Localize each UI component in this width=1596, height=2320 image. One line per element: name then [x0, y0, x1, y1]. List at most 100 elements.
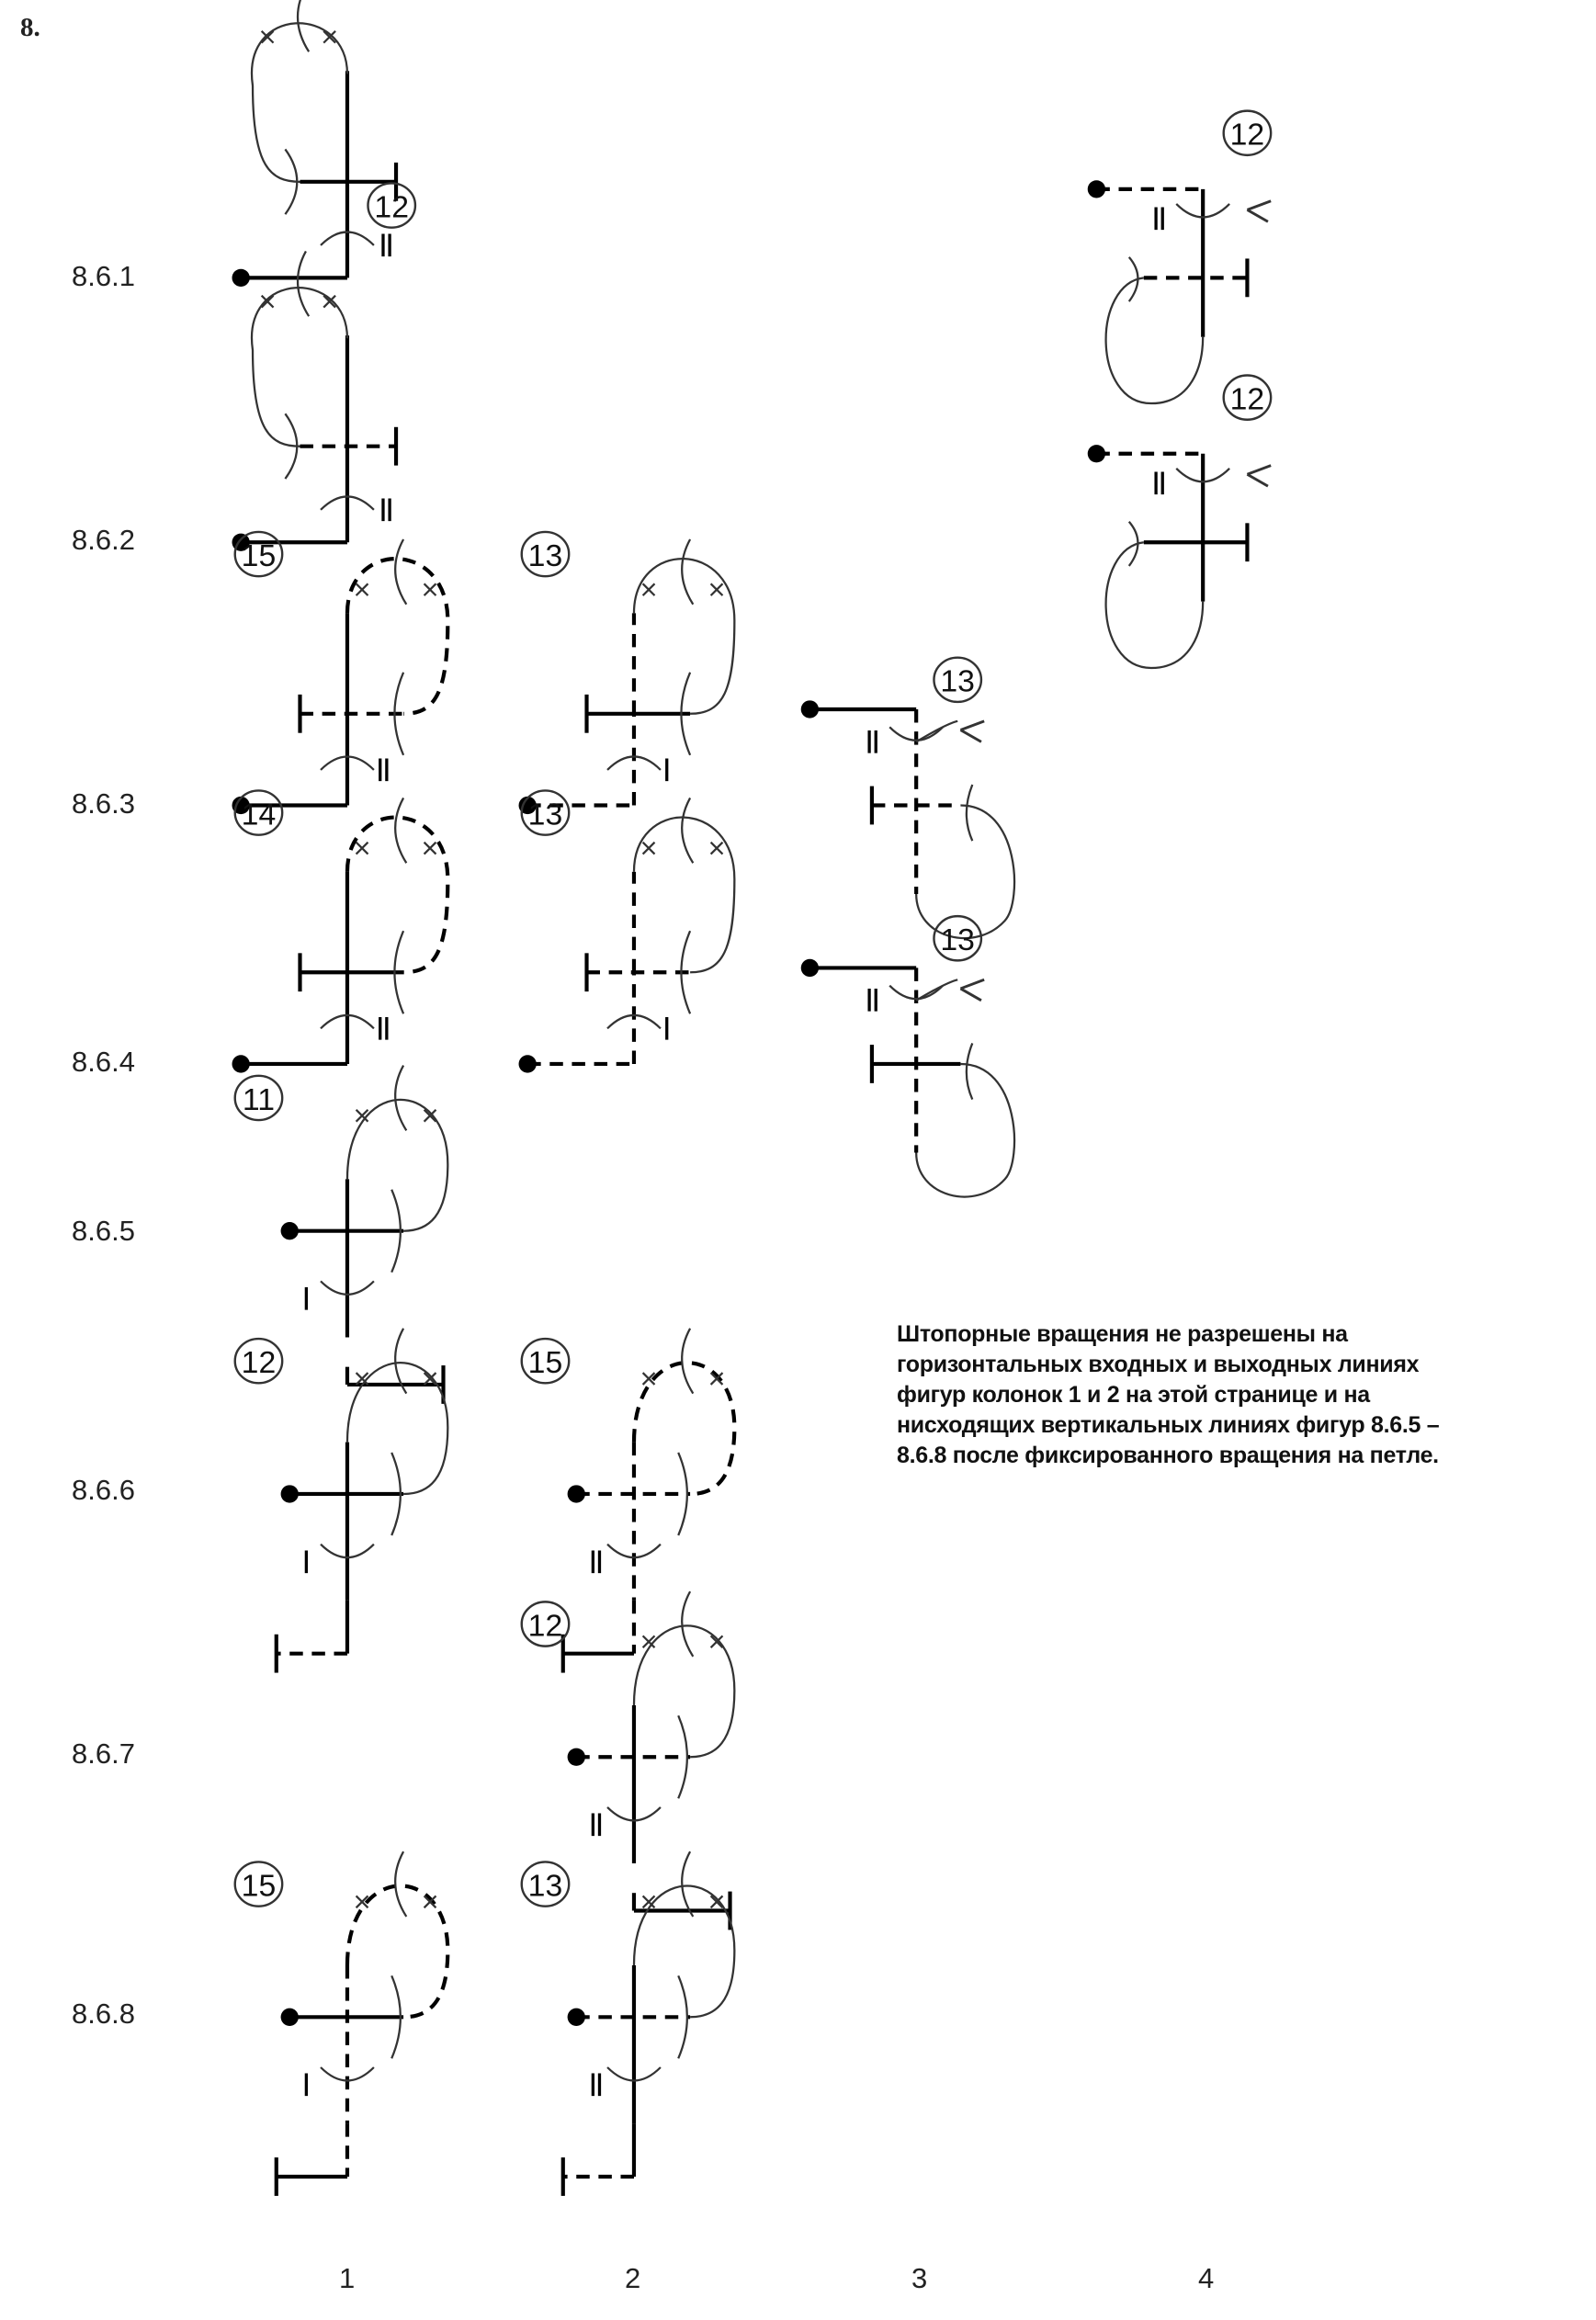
- figure-8-6-6-col2: ||15: [520, 1328, 737, 1673]
- roll-symbol-icon: [1175, 203, 1230, 219]
- k-factor-circle: [933, 656, 983, 704]
- snap-x-icon: [423, 1372, 437, 1386]
- k-factor-label: 12: [242, 1345, 277, 1380]
- roll-symbol-icon: [320, 231, 375, 246]
- roll-count-mark: |: [303, 1547, 310, 1573]
- k-factor-label: 12: [528, 1608, 563, 1643]
- k-factor-label: 13: [940, 922, 975, 957]
- snap-x-icon: [355, 841, 369, 855]
- roll-count-mark: ||: [377, 1014, 390, 1040]
- k-factor-circle: [233, 1337, 284, 1385]
- roll-count-mark: |: [303, 2071, 310, 2097]
- roll-symbol-icon: [296, 0, 311, 52]
- roll-symbol-icon: [393, 672, 405, 756]
- loop-path: [915, 804, 1016, 940]
- roll-symbol-icon: [320, 1280, 375, 1296]
- loop-path: [632, 1884, 736, 2019]
- k-factor-circle: [933, 914, 983, 962]
- row-label: 8.6.7: [72, 1737, 135, 1770]
- roll-count-mark: ||: [866, 986, 878, 1012]
- roll-symbol-icon: [284, 413, 299, 480]
- roll-symbol-icon: [681, 1328, 695, 1395]
- roll-symbol-icon: [606, 755, 662, 771]
- roll-symbol-icon: [681, 1850, 695, 1918]
- roll-symbol-icon: [606, 2066, 662, 2082]
- snap-x-icon: [641, 841, 656, 855]
- snap-x-icon: [709, 583, 724, 596]
- roll-symbol-icon: [965, 784, 974, 842]
- spin-arrow-icon: [959, 719, 985, 743]
- roll-count-mark: ||: [1153, 469, 1166, 494]
- loop-path: [250, 22, 349, 183]
- snap-x-icon: [709, 841, 724, 855]
- roll-symbol-icon: [680, 930, 692, 1014]
- snap-x-icon: [709, 1372, 724, 1386]
- column-label: 3: [911, 2262, 928, 2294]
- k-factor-circle: [520, 1337, 571, 1385]
- loop-path: [915, 1062, 1016, 1198]
- roll-count-mark: |: [663, 1014, 670, 1040]
- roll-symbol-icon: [1175, 468, 1230, 483]
- loop-path: [1104, 541, 1205, 670]
- snap-x-icon: [355, 1109, 369, 1123]
- loop-path: [345, 815, 450, 975]
- roll-symbol-icon: [1127, 520, 1139, 567]
- roll-count-mark: |: [663, 755, 670, 781]
- k-factor-circle: [520, 1601, 571, 1647]
- snap-x-icon: [641, 1635, 656, 1649]
- k-factor-circle: [1222, 109, 1273, 157]
- snap-x-icon: [423, 583, 437, 596]
- k-factor-circle: [233, 789, 284, 836]
- roll-count-mark: |: [303, 1284, 310, 1310]
- k-factor-label: 15: [242, 1868, 277, 1903]
- section-number: 8.: [20, 13, 40, 42]
- rules-note: Штопорные вращения не разрешены на гориз…: [897, 1319, 1577, 1471]
- roll-symbol-icon: [681, 797, 695, 864]
- roll-count-mark: ||: [590, 1811, 603, 1837]
- roll-symbol-icon: [394, 538, 408, 605]
- row-label: 8.6.5: [72, 1215, 135, 1247]
- k-factor-circle: [233, 530, 284, 578]
- loop-path: [345, 1884, 450, 2020]
- roll-symbol-icon: [296, 250, 311, 317]
- figure-8-6-2-col1: ||12: [232, 182, 417, 551]
- column-label: 1: [339, 2262, 356, 2294]
- roll-count-mark: ||: [377, 755, 390, 781]
- roll-symbol-icon: [680, 672, 692, 756]
- snap-x-icon: [355, 583, 369, 596]
- roll-symbol-icon: [320, 1013, 375, 1030]
- k-factor-label: 13: [528, 797, 563, 832]
- roll-symbol-icon: [677, 1452, 688, 1536]
- row-label: 8.6.3: [72, 787, 135, 820]
- roll-symbol-icon: [681, 538, 695, 605]
- roll-symbol-icon: [394, 1065, 408, 1131]
- roll-symbol-icon: [391, 1452, 402, 1536]
- spin-arrow-icon: [1246, 199, 1272, 223]
- roll-symbol-icon: [320, 755, 375, 771]
- loop-path: [345, 1098, 449, 1232]
- spin-path: [915, 719, 958, 743]
- roll-symbol-icon: [677, 1715, 688, 1799]
- figure-8-6-4-col3: || 13: [800, 914, 1016, 1198]
- row-label: 8.6.2: [72, 524, 135, 556]
- figure-8-6-3-col1: ||15: [232, 530, 450, 815]
- note-line: Штопорные вращения не разрешены на: [897, 1321, 1348, 1347]
- roll-count-mark: ||: [379, 231, 392, 256]
- figure-8-6-7-col2: || 12: [520, 1590, 736, 1930]
- figure-8-6-4-col2: | 13: [518, 789, 736, 1073]
- roll-symbol-icon: [606, 1013, 662, 1030]
- loop-path: [250, 287, 349, 447]
- figure-8-6-8-col2: ||13: [520, 1850, 736, 2196]
- spin-arrow-icon: [959, 978, 985, 1002]
- loop-path: [345, 1362, 449, 1496]
- roll-symbol-icon: [391, 1189, 402, 1273]
- snap-x-icon: [641, 1372, 656, 1386]
- k-factor-label: 12: [1230, 381, 1265, 416]
- roll-symbol-icon: [889, 984, 944, 1001]
- figure-8-6-4-col1: ||14: [232, 789, 450, 1073]
- figure-8-6-3-col2: |13: [518, 530, 736, 815]
- roll-symbol-icon: [394, 1850, 408, 1918]
- k-factor-label: 12: [1230, 118, 1265, 153]
- roll-count-mark: ||: [1153, 204, 1166, 230]
